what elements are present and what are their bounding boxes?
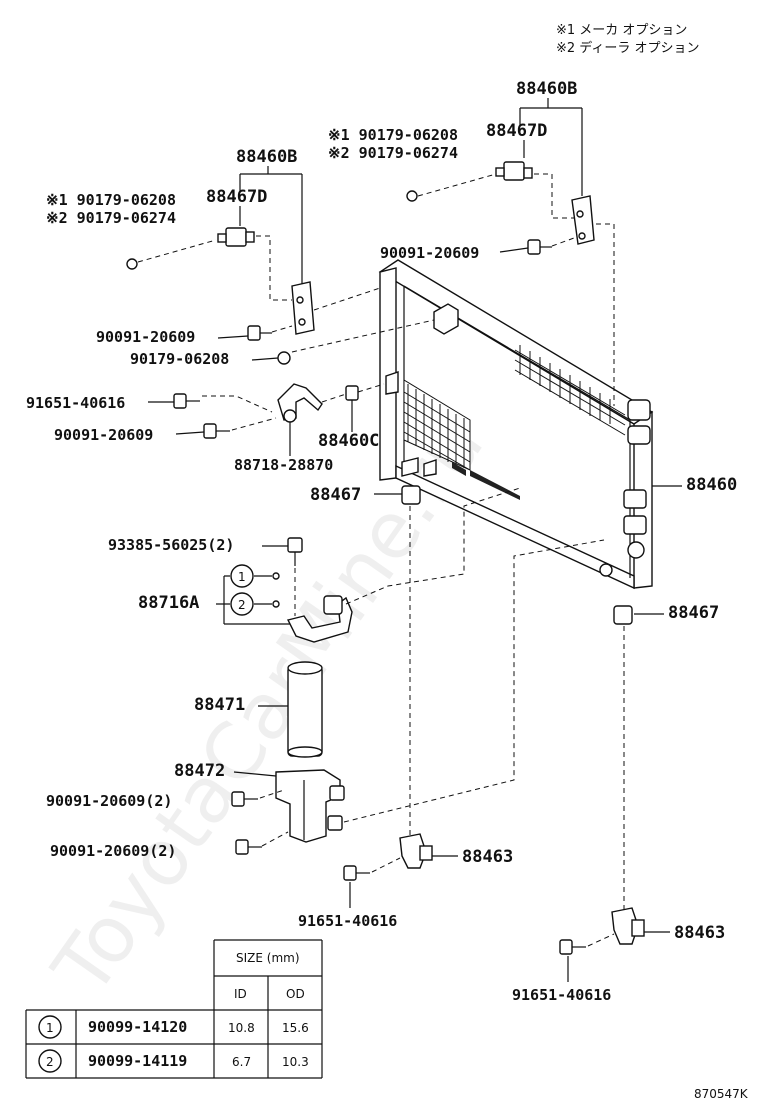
table-row-1-id: 10.8 xyxy=(228,1021,255,1035)
oring-callout-2: 2 xyxy=(230,592,280,616)
label-88460: 88460 xyxy=(686,475,737,495)
label-opt1-left: ※1 90179-06208 xyxy=(46,191,176,209)
bolt-icon-left xyxy=(247,325,272,341)
table-id-header: ID xyxy=(234,987,247,1001)
cushion-88467D-left xyxy=(217,227,255,247)
callout-2-text: 2 xyxy=(238,598,246,612)
label-opt1-right: ※1 90179-06208 xyxy=(328,126,458,144)
label-88467-a: 88467 xyxy=(310,485,361,505)
table-row-1-od: 15.6 xyxy=(282,1021,309,1035)
bolt-icon-93385 xyxy=(287,537,303,566)
condenser-assembly xyxy=(378,259,654,590)
label-91651-b: 91651-40616 xyxy=(298,912,397,930)
bolt-icon-91651-b xyxy=(343,865,370,881)
label-91651-c: 91651-40616 xyxy=(512,986,611,1004)
cushion-88467D-right xyxy=(495,161,533,181)
table-row-1-part: 90099-14120 xyxy=(88,1018,187,1036)
table-row-2-mark: 2 xyxy=(46,1055,54,1069)
label-nut-left: 90179-06208 xyxy=(130,350,229,368)
label-88463-b: 88463 xyxy=(674,923,725,943)
condenser-core-mesh xyxy=(403,384,471,471)
table-row-2-part: 90099-14119 xyxy=(88,1052,187,1070)
label-bolt-right: 90091-20609 xyxy=(380,244,479,262)
bracket-88463-a xyxy=(399,833,433,869)
nut-icon-left xyxy=(126,258,138,270)
label-88467-b: 88467 xyxy=(668,603,719,623)
condenser-core-mesh-upper xyxy=(514,345,626,436)
cushion-88467-b xyxy=(613,605,633,625)
bolt-icon-90091-c xyxy=(235,839,262,855)
label-90091-b: 90091-20609(2) xyxy=(46,792,172,810)
label-93385: 93385-56025(2) xyxy=(108,536,234,554)
oring-size-table: SIZE (mm) ID OD 1 90099-14120 10.8 15.6 … xyxy=(25,939,323,1079)
label-88463-a: 88463 xyxy=(462,847,513,867)
table-size-header: SIZE (mm) xyxy=(236,951,300,965)
bolt-icon-90091-b xyxy=(231,791,258,807)
hose-88716A xyxy=(286,595,353,643)
clamp-88718 xyxy=(277,383,323,423)
callout-1-text: 1 xyxy=(238,570,246,584)
note-dealer-option: ※2 ディーラ オプション xyxy=(556,40,700,56)
label-91651-a: 91651-40616 xyxy=(26,394,125,412)
label-88472: 88472 xyxy=(174,761,225,781)
label-90091-c: 90091-20609(2) xyxy=(50,842,176,860)
bolt-icon-90091-a xyxy=(203,423,230,439)
clip-88460C xyxy=(345,385,359,401)
label-opt2-right: ※2 90179-06274 xyxy=(328,144,458,162)
label-88460B-left: 88460B xyxy=(236,147,297,167)
label-88716A: 88716A xyxy=(138,593,199,613)
label-88467D-left: 88467D xyxy=(206,187,267,207)
label-88718: 88718-28870 xyxy=(234,456,333,474)
label-bolt-left: 90091-20609 xyxy=(96,328,195,346)
bracket-88463-b xyxy=(611,907,645,945)
label-88471: 88471 xyxy=(194,695,245,715)
cushion-88467-a xyxy=(401,485,421,505)
table-od-header: OD xyxy=(286,987,305,1001)
label-opt2-left: ※2 90179-06274 xyxy=(46,209,176,227)
table-row-1-mark: 1 xyxy=(46,1021,54,1035)
bolt-icon-91651-c xyxy=(559,939,586,955)
nut-icon-right xyxy=(406,190,418,202)
bracket-88460B-right xyxy=(571,195,595,245)
bracket-88472 xyxy=(275,769,345,843)
receiver-88471 xyxy=(287,661,323,758)
nut-icon-lower-left xyxy=(277,351,291,365)
label-90091-a: 90091-20609 xyxy=(54,426,153,444)
label-88460C: 88460C xyxy=(318,431,379,451)
illustration-code: 870547K xyxy=(694,1087,749,1101)
table-row-2-od: 10.3 xyxy=(282,1055,309,1069)
bolt-icon-right xyxy=(527,239,552,255)
oring-callout-1: 1 xyxy=(230,564,280,588)
label-88467D-right: 88467D xyxy=(486,121,547,141)
note-maker-option: ※1 メーカ オプション xyxy=(556,23,687,38)
bracket-88460B-left xyxy=(291,281,315,335)
label-88460B-right: 88460B xyxy=(516,79,577,99)
bolt-icon-91651-a xyxy=(173,393,200,409)
table-row-2-id: 6.7 xyxy=(232,1055,251,1069)
